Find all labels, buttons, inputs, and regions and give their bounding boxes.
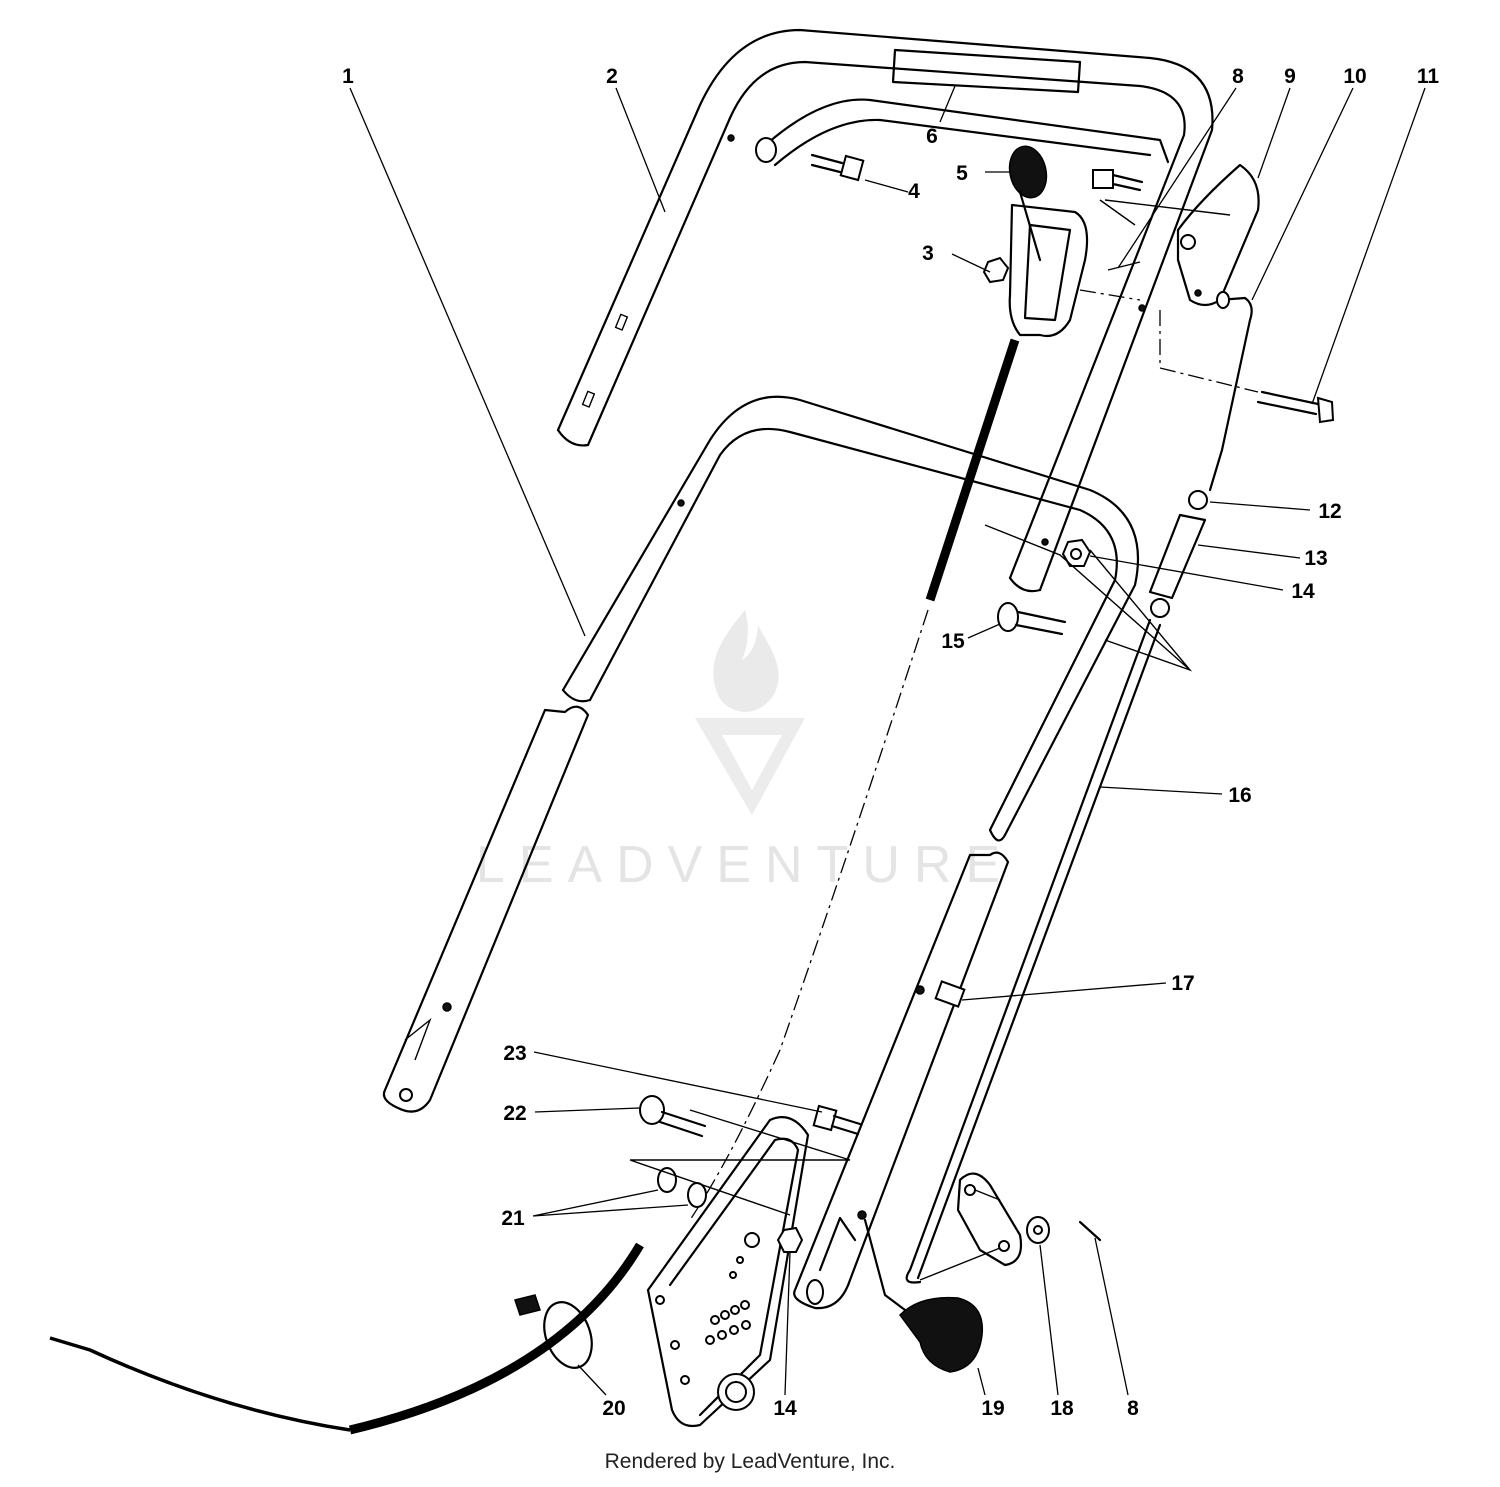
callout-11: 11 bbox=[1417, 65, 1440, 88]
callout-16: 16 bbox=[1228, 784, 1251, 807]
knob-19 bbox=[863, 1218, 984, 1373]
assembly-lines-mid bbox=[984, 524, 1193, 672]
linkage-bracket-9 bbox=[1176, 163, 1260, 307]
bracket-18 bbox=[919, 1172, 1102, 1281]
callout-1: 1 bbox=[342, 65, 354, 88]
bolt-22 bbox=[639, 1095, 707, 1138]
callout-14-lower: 14 bbox=[773, 1397, 797, 1420]
screw-4 bbox=[810, 153, 865, 182]
callout-17: 17 bbox=[1171, 972, 1194, 995]
callout-8-bottom: 8 bbox=[1127, 1397, 1139, 1420]
callout-15: 15 bbox=[941, 630, 965, 653]
callout-14-upper: 14 bbox=[1291, 580, 1315, 603]
callout-2: 2 bbox=[606, 65, 618, 88]
watermark-text: LEADVENTURE bbox=[476, 836, 1014, 894]
callout-13: 13 bbox=[1304, 547, 1327, 570]
callout-19: 19 bbox=[981, 1397, 1004, 1420]
lower-handle-right-leg bbox=[793, 851, 1010, 1310]
assembly-lines-lower bbox=[629, 1109, 851, 1216]
nut-14-upper bbox=[1061, 538, 1092, 567]
callout-4: 4 bbox=[908, 180, 920, 203]
lower-handle bbox=[382, 395, 1140, 1113]
callout-labels: 1 2 3 4 5 6 8 9 10 11 12 13 14 15 16 17 … bbox=[342, 65, 1439, 1420]
callout-18: 18 bbox=[1050, 1397, 1074, 1420]
assembly-lines-top bbox=[1079, 199, 1259, 393]
nut-14-lower bbox=[776, 1226, 804, 1253]
callout-5: 5 bbox=[956, 162, 968, 185]
leader-lines bbox=[349, 85, 1426, 1396]
upper-handle bbox=[556, 28, 1214, 593]
callout-23: 23 bbox=[503, 1042, 526, 1065]
render-credit: Rendered by LeadVenture, Inc. bbox=[604, 1450, 896, 1473]
throttle-cable bbox=[49, 338, 1020, 1435]
control-rod-16 bbox=[905, 618, 1162, 1284]
screw-top-right bbox=[1092, 169, 1144, 192]
control-bar-decal bbox=[755, 48, 1170, 167]
callout-12: 12 bbox=[1318, 500, 1341, 523]
bolt-15 bbox=[997, 602, 1067, 636]
nut-3 bbox=[982, 256, 1010, 284]
callout-6: 6 bbox=[926, 125, 938, 148]
mounting-plate bbox=[646, 1116, 810, 1428]
screw-23 bbox=[812, 1104, 862, 1136]
callout-3: 3 bbox=[922, 242, 934, 265]
cable-clip-17 bbox=[934, 980, 966, 1008]
control-housing bbox=[1008, 145, 1089, 338]
callout-10: 10 bbox=[1343, 65, 1366, 88]
bolt-11 bbox=[1256, 390, 1335, 424]
callout-9: 9 bbox=[1284, 65, 1296, 88]
callout-22: 22 bbox=[503, 1102, 526, 1125]
connector-13 bbox=[1148, 490, 1208, 618]
callout-20: 20 bbox=[602, 1397, 625, 1420]
callout-21: 21 bbox=[501, 1207, 525, 1230]
callout-8-top: 8 bbox=[1232, 65, 1244, 88]
control-rod-10 bbox=[1208, 291, 1253, 492]
leadventure-watermark-logo bbox=[695, 610, 805, 815]
washers-21 bbox=[657, 1167, 707, 1208]
